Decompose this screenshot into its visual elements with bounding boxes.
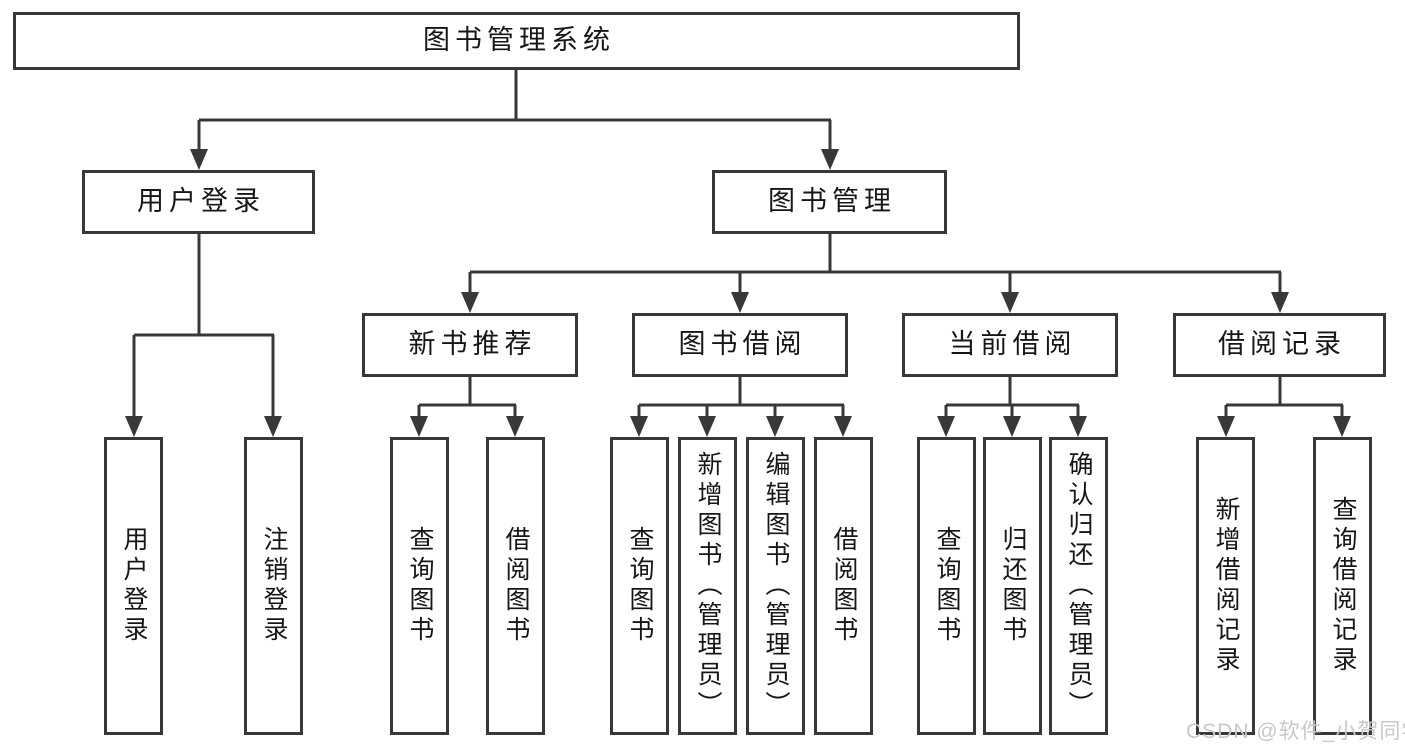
node-leaf-query-books-recommend: 查询图书 (390, 437, 449, 735)
node-leaf-query-books-borrowing: 查询图书 (610, 437, 669, 735)
node-leaf-borrow-books-recommend: 借阅图书 (486, 437, 545, 735)
leaf-label: 注销登录 (260, 526, 288, 646)
leaf-label: 确认归还（管理员） (1065, 451, 1093, 721)
leaf-label: 查询图书 (626, 526, 654, 646)
leaf-label: 新增借阅记录 (1212, 496, 1240, 676)
leaf-label: 查询图书 (933, 526, 961, 646)
leaf-label: 新增图书（管理员） (694, 451, 722, 721)
node-leaf-return-books: 归还图书 (983, 437, 1042, 735)
node-leaf-edit-books-admin: 编辑图书（管理员） (746, 437, 805, 735)
node-user-login: 用户登录 (82, 170, 315, 234)
leaf-label: 编辑图书（管理员） (762, 451, 790, 721)
leaf-label: 查询图书 (406, 526, 434, 646)
node-leaf-add-books-admin: 新增图书（管理员） (678, 437, 737, 735)
node-leaf-confirm-return-admin: 确认归还（管理员） (1049, 437, 1108, 735)
node-leaf-user-login: 用户登录 (104, 437, 163, 735)
node-current-borrowing: 当前借阅 (902, 313, 1118, 377)
leaf-label: 归还图书 (999, 526, 1027, 646)
csdn-watermark: CSDN @软件_小贺同学 (1186, 720, 1405, 743)
leaf-label: 借阅图书 (502, 526, 530, 646)
node-book-management: 图书管理 (712, 170, 947, 234)
node-leaf-borrow-books: 借阅图书 (814, 437, 873, 735)
node-book-borrowing: 图书借阅 (632, 313, 848, 377)
leaf-label: 借阅图书 (830, 526, 858, 646)
node-leaf-query-books-current: 查询图书 (917, 437, 976, 735)
node-leaf-add-borrow-record: 新增借阅记录 (1196, 437, 1255, 735)
node-root-library-management-system: 图书管理系统 (13, 12, 1020, 70)
node-new-book-recommendation: 新书推荐 (362, 313, 578, 377)
leaf-label: 用户登录 (120, 526, 148, 646)
node-leaf-query-borrow-record: 查询借阅记录 (1313, 437, 1372, 735)
leaf-label: 查询借阅记录 (1329, 496, 1357, 676)
node-leaf-logout: 注销登录 (244, 437, 303, 735)
node-borrowing-records: 借阅记录 (1173, 313, 1386, 377)
